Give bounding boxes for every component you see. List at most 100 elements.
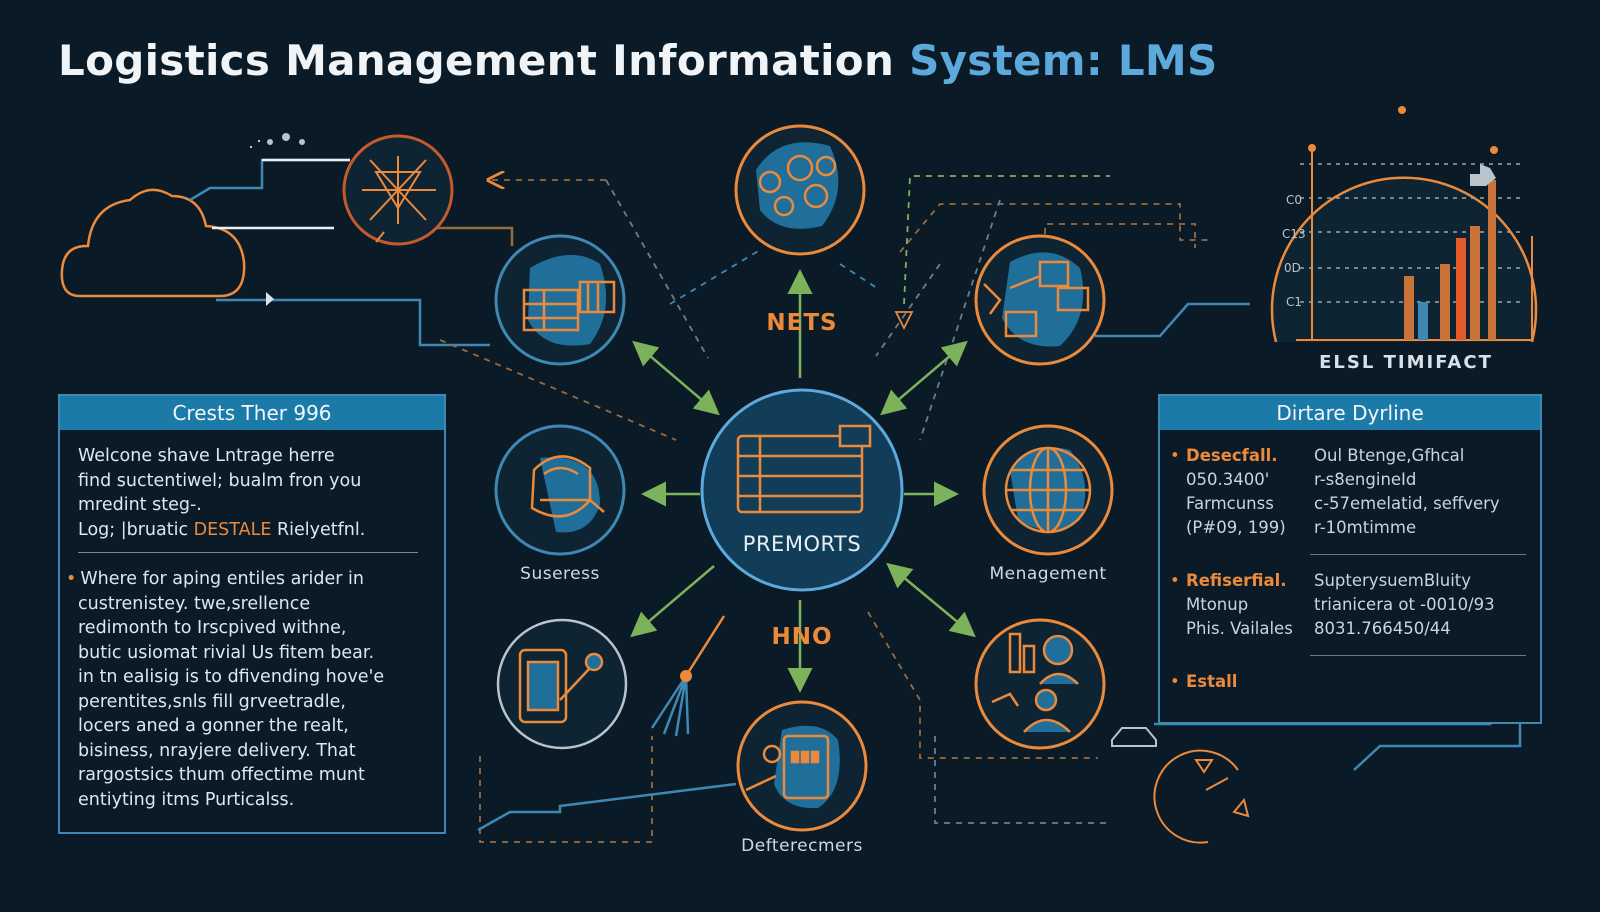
- data-value: r-s8engineId: [1314, 470, 1417, 489]
- hollow-triangle-icon: [894, 311, 914, 331]
- devices-icon: [983, 260, 1090, 338]
- cloud-icon: [60, 188, 246, 298]
- text-line: find suctentiwel; bualm fron you: [78, 470, 362, 491]
- text-line: butic usiomat rivial Us fitem bear.: [78, 642, 375, 663]
- warehouse-icon: [522, 280, 616, 332]
- data-key: Refiserfial.: [1186, 571, 1287, 590]
- node-left: [494, 424, 626, 556]
- node-lower-left: [496, 618, 628, 750]
- node-lower-right: [974, 618, 1106, 750]
- divider: [1310, 554, 1526, 555]
- data-key: Estall: [1186, 672, 1238, 691]
- text-line: in tn ealisig is to dfivending hove'e: [78, 667, 385, 687]
- chart-tick-label: C1: [1286, 295, 1302, 309]
- text-line: redimonth to Irscpived withne,: [78, 618, 347, 638]
- fiber-broom-icon: [650, 615, 726, 737]
- chart-tick-label: C0: [1286, 193, 1302, 207]
- text-line: Log; |bruatic DESTALE Rielyetfnl.: [78, 518, 432, 543]
- text-line: custrenistey. twe,srellence: [78, 593, 311, 614]
- cycle-icon: [530, 455, 605, 518]
- label-node-right: Menagement: [989, 564, 1107, 584]
- chart-label: ELSL TIMIFACT: [1319, 352, 1493, 373]
- text-fragment: Where for aping entiles arider in: [80, 569, 364, 589]
- chart-bars: [1404, 180, 1496, 340]
- tablet-icon: [745, 734, 830, 800]
- data-value: Oul Btenge,Gfhcal: [1314, 446, 1465, 465]
- data-key: Desecfall.: [1186, 446, 1278, 465]
- text-line: entiyting itms Purticalss.: [78, 789, 295, 810]
- factory-icon: [1470, 164, 1496, 186]
- text-line: perentites,snls fill grveetradle,: [78, 691, 346, 712]
- node-top-left-network: [342, 134, 454, 246]
- chart-tick-label: 0D: [1284, 261, 1301, 275]
- bullet-icon: •: [66, 569, 77, 589]
- dashed-connector-top-blue-2: [839, 263, 881, 291]
- node-bottom: [736, 700, 868, 832]
- label-node-bottom: Defterecmers: [741, 836, 863, 856]
- chart-tick-labels: C0 C13 0D C1: [1282, 193, 1306, 309]
- chart-bar: [1404, 276, 1414, 340]
- data-key: (P#09, 199): [1186, 518, 1286, 537]
- network-icon: [362, 156, 436, 243]
- people-icon: [250, 133, 305, 148]
- data-row: Desecfall. Oul Btenge,Gfhcal: [1186, 444, 1526, 468]
- text-line: mredint steg-.: [78, 495, 202, 515]
- hub-arrows: [630, 269, 976, 693]
- chart-tick-label: C13: [1282, 227, 1306, 241]
- label-node-left: Suseress: [520, 564, 600, 584]
- bullet-icon: •: [1170, 571, 1180, 590]
- mobile-scan-icon: [518, 648, 604, 724]
- info-panel-left: Crests Ther 996 Welcone shave Lntrage he…: [58, 394, 446, 834]
- server-rack-icon: [736, 424, 872, 514]
- node-top: [734, 124, 866, 256]
- panel-header-left: Crests Ther 996: [60, 396, 444, 430]
- label-hub: PREMORTS: [742, 532, 862, 556]
- puzzle-icon: [758, 154, 837, 217]
- team-icon: [991, 632, 1079, 733]
- hub-circle: [700, 388, 904, 592]
- chart-gridlines: [1300, 163, 1520, 303]
- text-line: locers aned a gonner the realt,: [78, 716, 349, 736]
- connector-lines-left: [189, 158, 514, 347]
- highlight-text: DESTALE: [193, 519, 272, 540]
- chart-bar: [1488, 180, 1496, 340]
- car-icon: [1111, 727, 1157, 747]
- label-top: NETS: [766, 310, 838, 336]
- data-row: 050.3400' r-s8engineId: [1186, 468, 1526, 492]
- panel-header-right: Dirtare Dyrline: [1160, 396, 1540, 430]
- small-arrow-icon: [266, 292, 274, 306]
- label-bottom: HNO: [771, 624, 833, 650]
- info-panel-right: Dirtare Dyrline • Desecfall. Oul Btenge,G…: [1158, 394, 1542, 724]
- text-line: rargostsics thum offectime munt: [78, 765, 365, 785]
- chart-bar: [1418, 302, 1428, 340]
- chart-bar: [1470, 226, 1480, 340]
- text-fragment: Rielyetfnl.: [271, 519, 366, 540]
- data-key: 050.3400': [1186, 470, 1270, 489]
- dashed-connector-top-blue: [669, 249, 761, 305]
- data-row: (P#09, 199) r-10mtimme: [1186, 516, 1526, 540]
- data-value: SupterysuemBluity: [1314, 571, 1472, 590]
- text-line: Welcone shave Lntrage herre: [78, 446, 335, 466]
- title-main: Logistics Management Information: [58, 36, 910, 85]
- data-group: • Desecfall.Oul Btenge,Gfhcal 050.3400'r…: [1160, 444, 1540, 540]
- data-value: c-57emelatid, seffvery: [1314, 494, 1500, 513]
- data-value: r-10mtimme: [1314, 518, 1417, 537]
- text-fragment: Log; |bruatic: [78, 519, 194, 540]
- globe-icon: [1004, 446, 1092, 534]
- page-title: Logistics Management Information System:…: [58, 36, 1218, 85]
- body-paragraph: •Where for aping entiles arider in custr…: [60, 567, 444, 812]
- data-row: Refiserfial. SupterysuemBluity: [1186, 569, 1526, 593]
- bar-chart: C0 C13 0D C1: [1270, 106, 1538, 343]
- intro-paragraph: Welcone shave Lntrage herre find suctent…: [60, 444, 444, 542]
- divider: [1310, 655, 1526, 656]
- node-right: [982, 424, 1114, 556]
- data-row: Estall: [1186, 670, 1526, 694]
- data-group: • Estall: [1160, 670, 1540, 694]
- data-value: 8031.766450/44: [1314, 619, 1451, 638]
- node-upper-left: [494, 234, 626, 366]
